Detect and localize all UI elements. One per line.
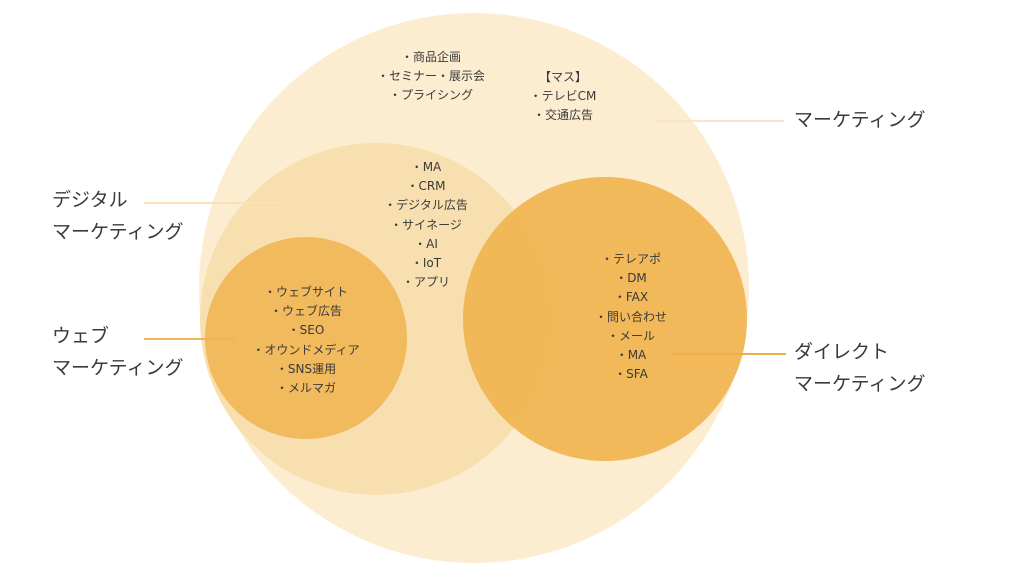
list-item: ・ウェブサイト [263, 285, 348, 299]
list-item: ・メール [606, 328, 655, 343]
marketing-items: ・商品企画 ・セミナー・展示会 ・プライシング [336, 48, 526, 106]
list-item: ・デジタル広告 [384, 198, 468, 213]
list-item: ・IoT [410, 256, 442, 271]
direct-leader-line [672, 353, 786, 355]
direct-marketing-items: ・テレアポ ・DM ・FAX ・問い合わせ ・メール ・MA ・SFA [561, 250, 701, 384]
list-item: ・MA [615, 348, 647, 363]
list-item: ・MA [410, 160, 442, 174]
web-marketing-items: ・ウェブサイト ・ウェブ広告 ・SEO ・オウンドメディア ・SNS運用 ・メル… [210, 283, 402, 398]
label-line: ウェブ [52, 325, 110, 347]
list-item: ・問い合わせ [594, 309, 667, 324]
list-item: ・FAX [613, 290, 649, 305]
label-line: マーケティング [794, 109, 926, 131]
digital-marketing-label: デジタル マーケティング [52, 184, 183, 248]
label-line: マーケティング [794, 373, 926, 395]
list-item: ・ウェブ広告 [269, 304, 342, 319]
list-item: ・オウンドメディア [252, 342, 360, 357]
list-item: ・アプリ [401, 275, 450, 290]
web-marketing-label: ウェブ マーケティング [52, 320, 183, 384]
digital-leader-line [144, 202, 284, 204]
list-heading: 【マス】 [538, 70, 587, 84]
label-line: ダイレクト [794, 341, 890, 363]
list-item: ・商品企画 [400, 50, 461, 64]
list-item: ・テレアポ [600, 252, 661, 266]
label-line: マーケティング [52, 221, 184, 243]
list-item: ・SFA [614, 367, 648, 382]
marketing-label: マーケティング [794, 104, 925, 136]
direct-marketing-circle [463, 177, 747, 461]
marketing-leader-line [656, 120, 784, 122]
list-item: ・プライシング [388, 88, 473, 103]
digital-marketing-items: ・MA ・CRM ・デジタル広告 ・サイネージ ・AI ・IoT ・アプリ [338, 158, 514, 292]
list-item: ・サイネージ [390, 217, 462, 232]
list-item: ・CRM [406, 179, 446, 194]
list-item: ・セミナー・展示会 [376, 69, 485, 84]
list-item: ・メルマガ [275, 381, 336, 396]
list-item: ・SNS運用 [275, 361, 337, 376]
list-item: ・DM [615, 271, 647, 286]
mass-marketing-items: 【マス】 ・テレビCM ・交通広告 [488, 68, 638, 126]
list-item: ・交通広告 [532, 108, 593, 123]
label-line: デジタル [52, 189, 128, 211]
label-line: マーケティング [52, 357, 184, 379]
list-item: ・テレビCM [529, 89, 597, 104]
list-item: ・SEO [287, 323, 325, 338]
web-marketing-circle [205, 237, 407, 439]
list-item: ・AI [414, 236, 438, 251]
web-leader-line [144, 338, 236, 340]
direct-marketing-label: ダイレクト マーケティング [794, 336, 925, 400]
